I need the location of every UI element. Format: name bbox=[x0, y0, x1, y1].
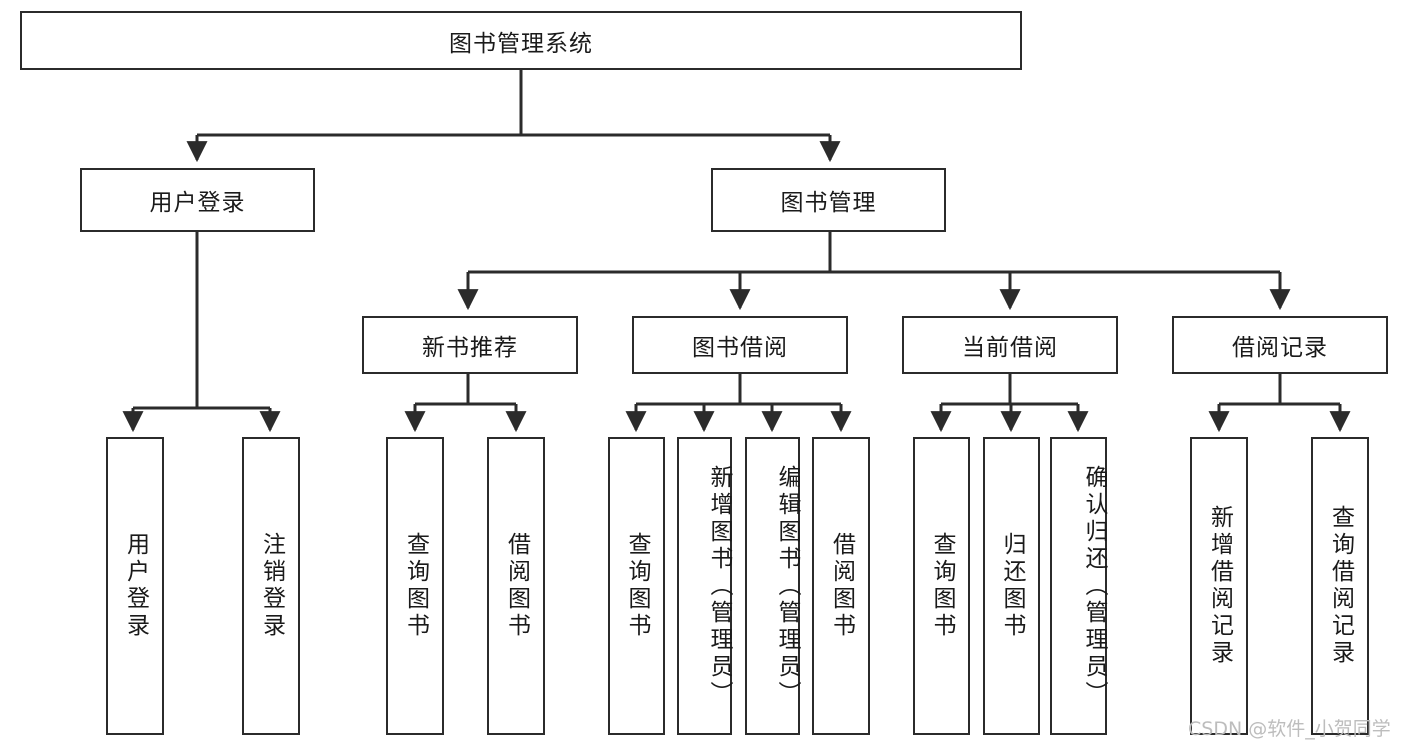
leaf-borrow-book-recommend[interactable]: 借阅图书 bbox=[487, 437, 545, 735]
leaf-edit-book-admin-label: 编辑图书（管理员） bbox=[774, 464, 800, 708]
leaf-add-borrow-record-label: 新增借阅记录 bbox=[1206, 505, 1233, 667]
leaf-logout[interactable]: 注销登录 bbox=[242, 437, 300, 735]
leaf-query-book-borrow-label: 查询图书 bbox=[624, 532, 650, 640]
node-borrow-record[interactable]: 借阅记录 bbox=[1172, 316, 1388, 374]
leaf-query-book-recommend[interactable]: 查询图书 bbox=[386, 437, 444, 735]
leaf-query-borrow-record-label: 查询借阅记录 bbox=[1327, 505, 1354, 667]
leaf-return-book[interactable]: 归还图书 bbox=[983, 437, 1040, 735]
leaf-add-book-admin[interactable]: 新增图书（管理员） bbox=[677, 437, 732, 735]
leaf-borrow-book-recommend-label: 借阅图书 bbox=[503, 532, 530, 640]
node-root[interactable]: 图书管理系统 bbox=[20, 11, 1022, 70]
leaf-return-book-label: 归还图书 bbox=[999, 532, 1025, 640]
leaf-add-borrow-record[interactable]: 新增借阅记录 bbox=[1190, 437, 1248, 735]
leaf-logout-label: 注销登录 bbox=[258, 532, 285, 640]
leaf-query-book-current-label: 查询图书 bbox=[929, 532, 955, 640]
node-current-borrow[interactable]: 当前借阅 bbox=[902, 316, 1118, 374]
leaf-confirm-return-admin-label: 确认归还（管理员） bbox=[1081, 464, 1107, 708]
node-user-login[interactable]: 用户登录 bbox=[80, 168, 315, 232]
node-root-label: 图书管理系统 bbox=[449, 30, 593, 57]
leaf-borrow-book[interactable]: 借阅图书 bbox=[812, 437, 870, 735]
node-current-borrow-label: 当前借阅 bbox=[962, 335, 1058, 361]
leaf-query-book-current[interactable]: 查询图书 bbox=[913, 437, 970, 735]
node-book-management-label: 图书管理 bbox=[780, 190, 877, 216]
leaf-confirm-return-admin[interactable]: 确认归还（管理员） bbox=[1050, 437, 1107, 735]
node-book-borrow-label: 图书借阅 bbox=[692, 335, 788, 361]
leaf-query-borrow-record[interactable]: 查询借阅记录 bbox=[1311, 437, 1369, 735]
node-new-book-recommend-label: 新书推荐 bbox=[422, 335, 518, 361]
node-book-management[interactable]: 图书管理 bbox=[711, 168, 946, 232]
leaf-edit-book-admin[interactable]: 编辑图书（管理员） bbox=[745, 437, 800, 735]
leaf-user-login-label: 用户登录 bbox=[122, 532, 149, 640]
leaf-add-book-admin-label: 新增图书（管理员） bbox=[706, 464, 732, 708]
node-new-book-recommend[interactable]: 新书推荐 bbox=[362, 316, 578, 374]
csdn-watermark: CSDN @软件_小贺同学 bbox=[1188, 718, 1391, 740]
node-borrow-record-label: 借阅记录 bbox=[1232, 335, 1328, 361]
leaf-query-book-recommend-label: 查询图书 bbox=[402, 532, 429, 640]
node-book-borrow[interactable]: 图书借阅 bbox=[632, 316, 848, 374]
leaf-query-book-borrow[interactable]: 查询图书 bbox=[608, 437, 665, 735]
node-user-login-label: 用户登录 bbox=[149, 190, 246, 216]
leaf-user-login[interactable]: 用户登录 bbox=[106, 437, 164, 735]
leaf-borrow-book-label: 借阅图书 bbox=[828, 532, 855, 640]
